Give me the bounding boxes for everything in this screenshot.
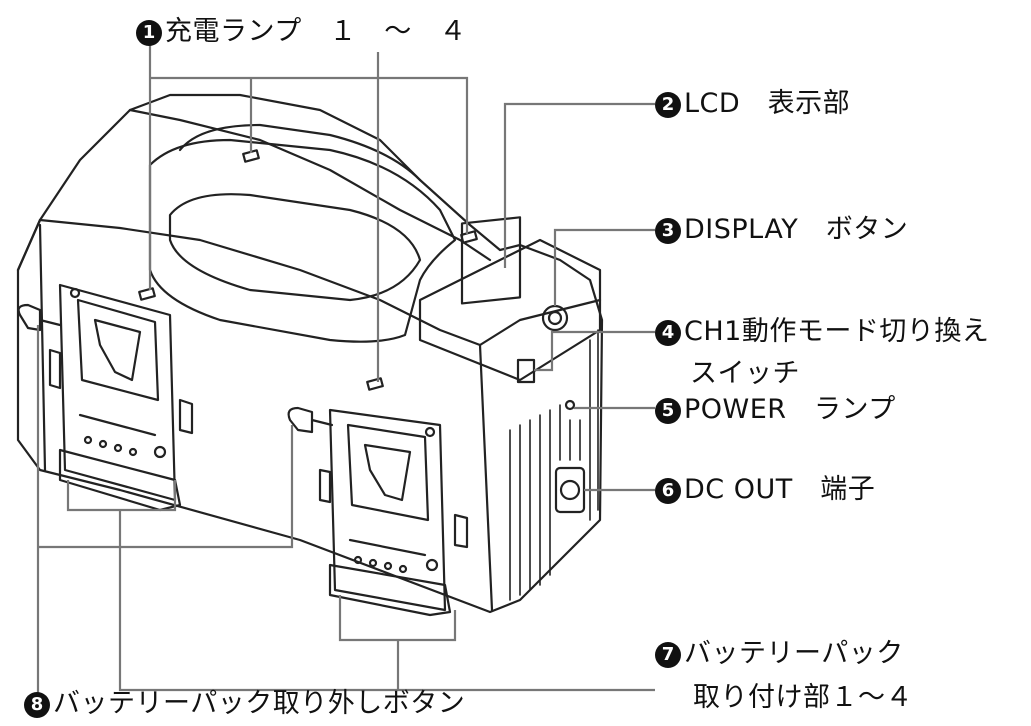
control-panel [418, 238, 602, 382]
callout-number: 2 [655, 92, 681, 118]
callout-label-line2: 取り付け部１～４ [693, 682, 913, 713]
callout-label: DISPLAY ボタン [684, 214, 909, 245]
battery-mount-left [48, 283, 194, 512]
release-button-left [17, 303, 42, 332]
power-lamp [564, 399, 576, 411]
callout-label: DC OUT 端子 [684, 474, 876, 505]
callout-number: 8 [24, 692, 50, 718]
callout-label: バッテリーパック [684, 638, 904, 669]
callout-label: POWER ランプ [684, 394, 896, 425]
callout-number: 4 [655, 320, 681, 346]
handle-slot [168, 193, 422, 302]
display-button [541, 304, 569, 332]
callout-number: 5 [655, 398, 681, 424]
callout-number: 3 [655, 218, 681, 244]
callout-number: 7 [655, 642, 681, 668]
charger-front-edge [478, 343, 494, 612]
callout-number: 1 [136, 20, 162, 46]
callout-battery-mounts-line2: 取り付け部１～４ [665, 684, 913, 711]
battery-mount-right [318, 408, 469, 617]
charger-left-face [16, 218, 42, 272]
charge-lamp-3 [138, 287, 156, 301]
lcd-screen [460, 216, 522, 305]
callout-label: LCD 表示部 [684, 88, 851, 119]
release-button-right [287, 406, 314, 434]
leader-lines [36, 45, 655, 705]
callout-label: CH1動作モード切り換え [684, 316, 990, 347]
callout-ch1-mode-switch-line2: スイッチ [660, 360, 800, 387]
side-vents [509, 329, 599, 601]
charger-body [16, 93, 604, 614]
carry-handle [148, 138, 457, 343]
charger-top-shell [38, 218, 482, 347]
charge-lamp-4 [366, 377, 384, 391]
charge-lamp-2 [460, 230, 478, 244]
callout-label: 充電ランプ １ ～ ４ [165, 16, 467, 47]
callout-number: 6 [655, 478, 681, 504]
callout-label: バッテリーパック取り外しボタン [53, 688, 466, 719]
callout-label-line2: スイッチ [690, 358, 800, 389]
